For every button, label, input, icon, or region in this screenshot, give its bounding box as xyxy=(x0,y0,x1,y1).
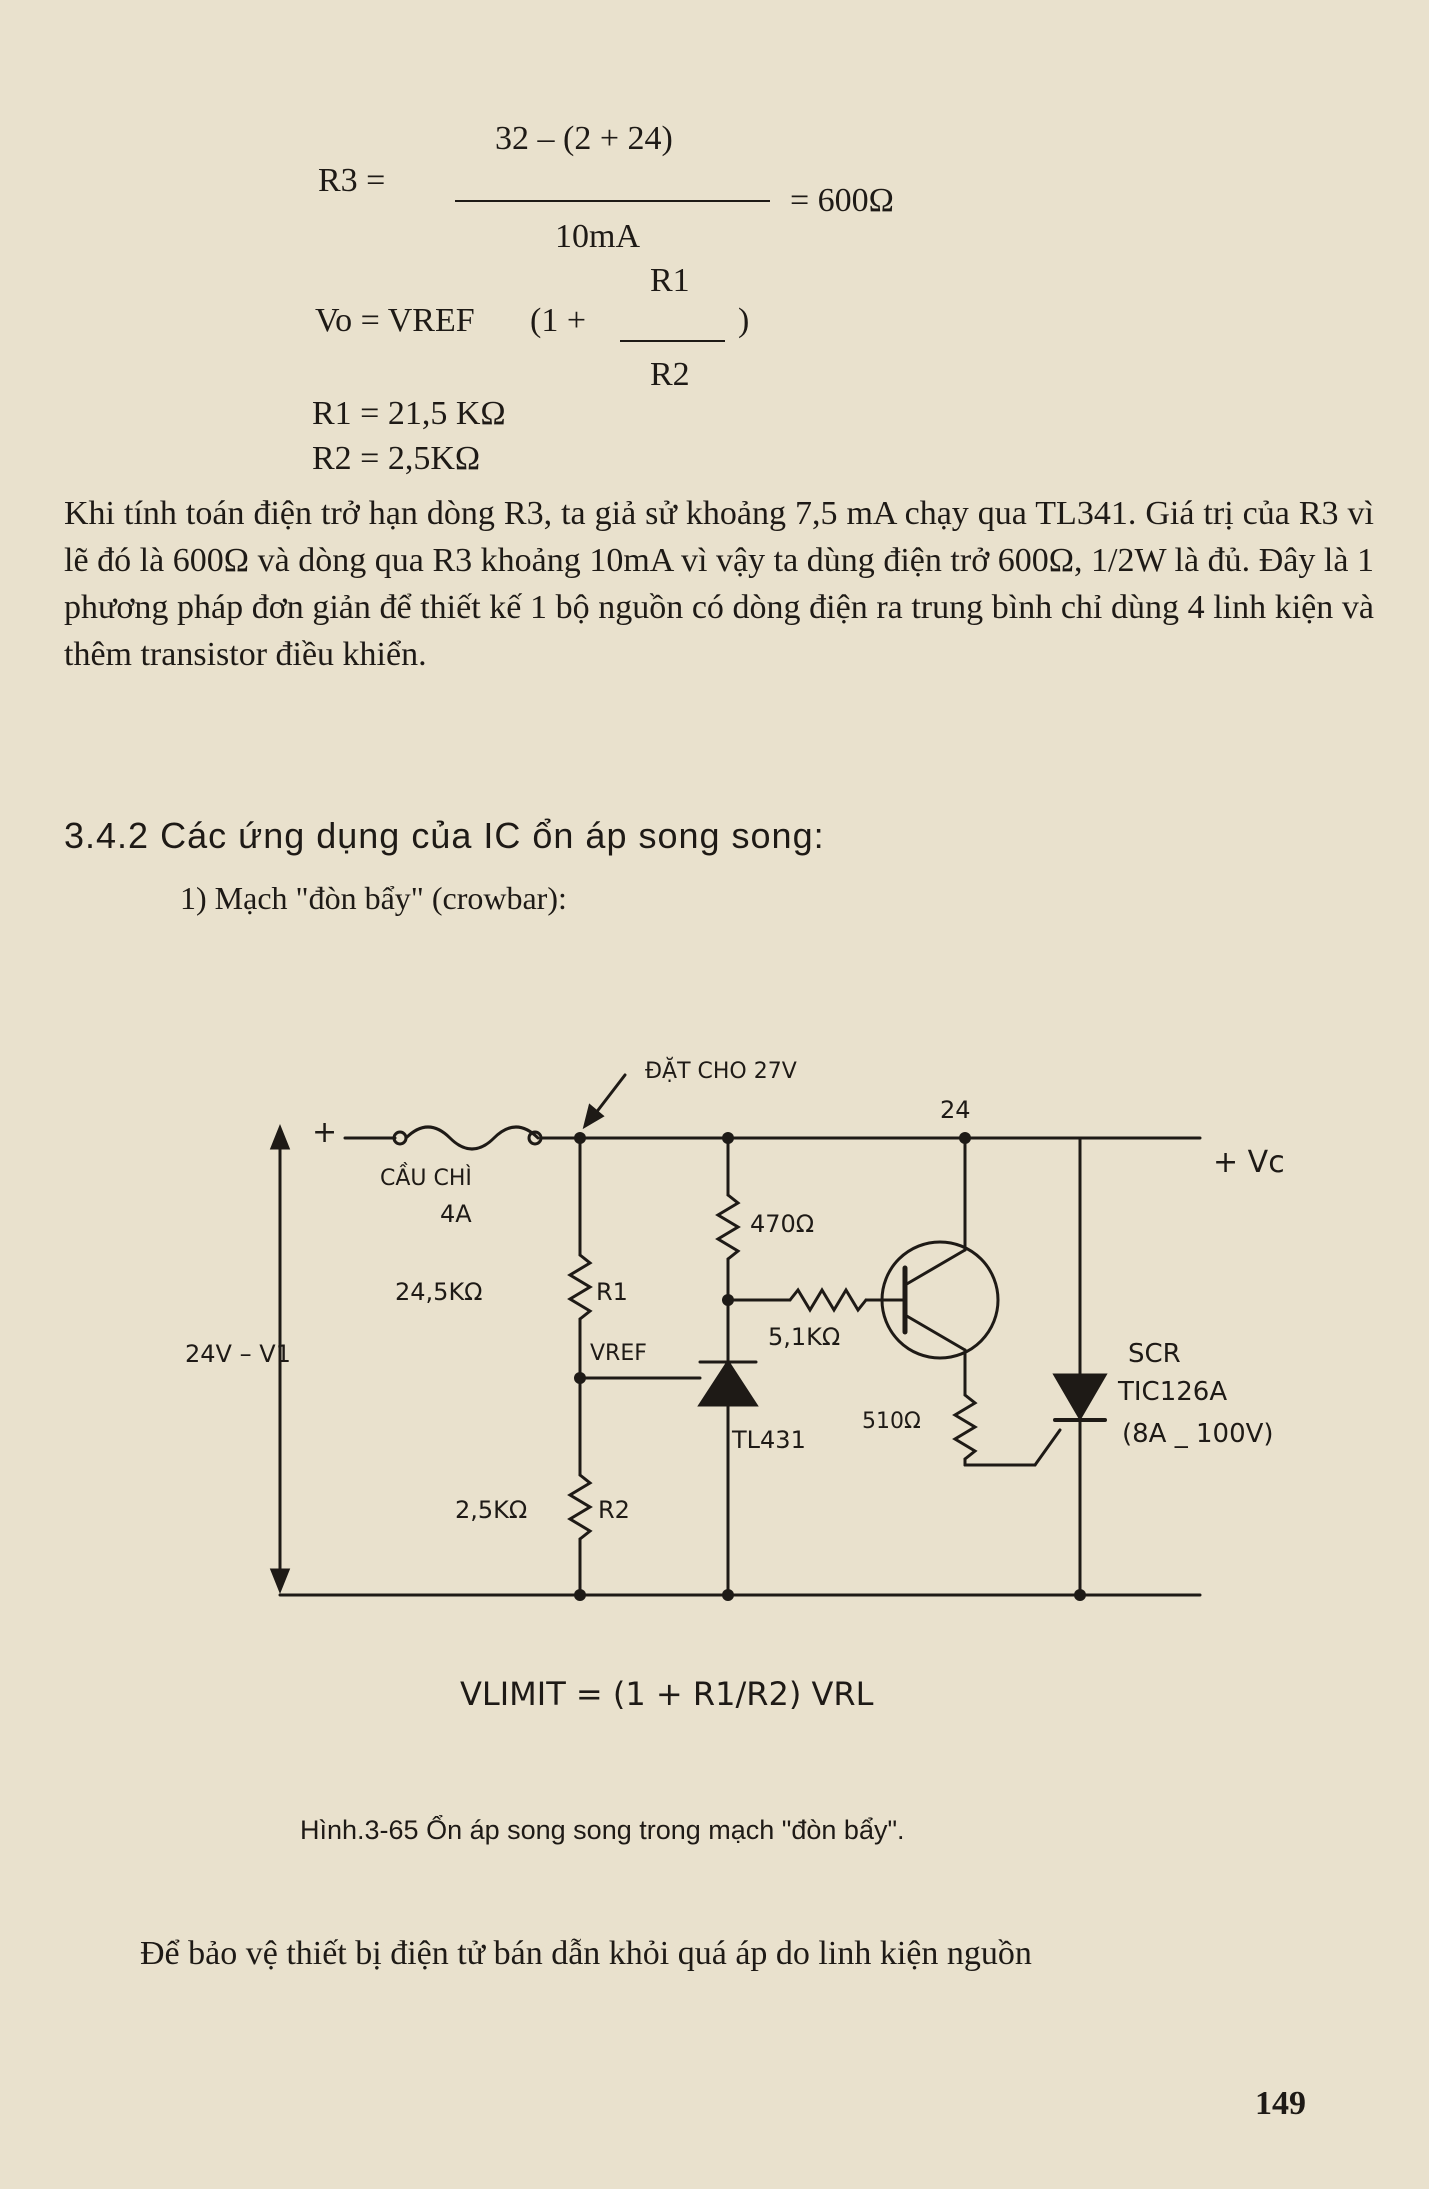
subheading: 1) Mạch "đòn bẩy" (crowbar): xyxy=(180,880,567,916)
r2-resistor xyxy=(567,1473,593,1541)
tl431-label: TL431 xyxy=(731,1426,806,1454)
fuse-rating: 4A xyxy=(440,1200,472,1228)
fuse-symbol xyxy=(404,1125,540,1151)
r2-value-line: R2 = 2,5KΩ xyxy=(312,440,481,477)
r3-result: = 600Ω xyxy=(790,182,894,219)
bottom-text: Để bảo vệ thiết bị điện tử bán dẫn khỏi … xyxy=(140,1935,1032,1972)
r3-denominator: 10mA xyxy=(555,218,640,255)
r2-value-label: 2,5KΩ xyxy=(455,1496,527,1524)
scr-rating-label: (8A _ 100V) xyxy=(1122,1419,1274,1449)
r470-label: 470Ω xyxy=(750,1210,814,1238)
input-voltage-label: 24V – V1 xyxy=(185,1340,291,1368)
r3-label: R3 = xyxy=(318,162,386,199)
vo-frac-num: R1 xyxy=(650,262,690,299)
r3-numerator: 32 – (2 + 24) xyxy=(495,120,673,157)
r1-name-label: R1 xyxy=(596,1278,628,1306)
r510-label: 510Ω xyxy=(862,1409,921,1434)
figure-caption: Hình.3-65 Ổn áp song song trong mạch "đò… xyxy=(300,1815,905,1845)
r510-resistor xyxy=(952,1393,978,1461)
r2-name-label: R2 xyxy=(598,1496,630,1524)
section-heading: 3.4.2 Các ứng dụng của IC ổn áp song son… xyxy=(64,815,825,856)
scr-symbol xyxy=(1052,1373,1108,1421)
r1-value-label: 24,5KΩ xyxy=(395,1278,483,1306)
r470-resistor xyxy=(715,1193,741,1261)
r3-fraction-bar xyxy=(455,200,770,202)
vo-paren-open: (1 + xyxy=(530,302,586,339)
vo-lhs: Vo = VREF xyxy=(315,302,475,339)
output-label: + Vc xyxy=(1213,1145,1285,1180)
vref-label: VREF xyxy=(590,1341,647,1366)
r5k1-resistor xyxy=(788,1287,868,1313)
plus-terminal: + xyxy=(312,1115,337,1150)
vo-fraction-bar xyxy=(620,340,725,342)
scr-part-label: TIC126A xyxy=(1117,1377,1227,1407)
input-arrow-up xyxy=(269,1123,291,1150)
r1-resistor xyxy=(567,1253,593,1321)
r5k1-label: 5,1KΩ xyxy=(768,1323,840,1351)
r1-value-line: R1 = 21,5 KΩ xyxy=(312,395,506,432)
scr-name-label: SCR xyxy=(1128,1339,1181,1369)
vlimit-formula: VLIMIT = (1 + R1/R2) VRL xyxy=(460,1675,874,1713)
fuse-label: CẦU CHÌ xyxy=(380,1163,472,1191)
input-arrow-down xyxy=(269,1568,291,1595)
set-label: ĐẶT CHO 27V xyxy=(645,1057,797,1084)
node-24-label: 24 xyxy=(940,1096,971,1124)
vo-paren-close: ) xyxy=(738,302,750,339)
vo-frac-den: R2 xyxy=(650,356,690,393)
page-number: 149 xyxy=(1255,2085,1306,2122)
body-paragraph: Khi tính toán điện trở hạn dòng R3, ta g… xyxy=(64,495,1374,673)
tl431-symbol xyxy=(697,1359,759,1407)
